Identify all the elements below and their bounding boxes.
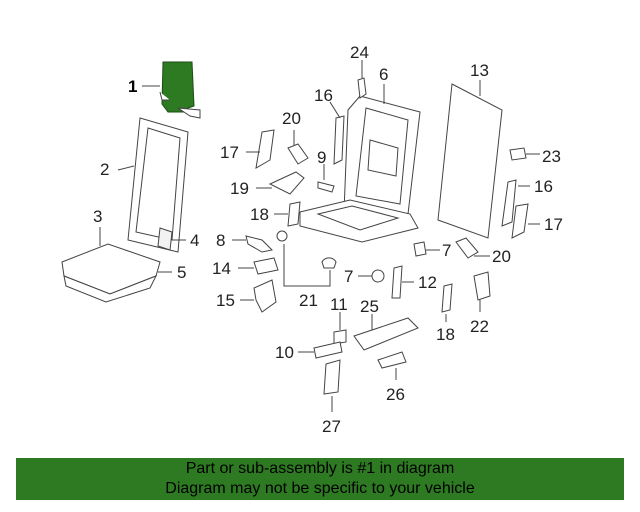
callout-22[interactable]: 22	[470, 317, 489, 336]
part-18-right[interactable]	[441, 283, 453, 313]
callout-1[interactable]: 1	[128, 77, 137, 96]
callout-16a[interactable]: 16	[314, 86, 333, 105]
part-9-cover[interactable]	[317, 181, 335, 193]
callout-2[interactable]: 2	[100, 160, 109, 179]
part-15-bracket[interactable]	[253, 279, 277, 313]
part-24-clip[interactable]	[357, 77, 367, 99]
callout-17b[interactable]: 17	[544, 215, 563, 234]
leader-2	[117, 165, 135, 171]
callout-27[interactable]: 27	[322, 417, 341, 436]
part-12-rod[interactable]	[391, 265, 403, 299]
callout-23[interactable]: 23	[542, 147, 561, 166]
part-21-bushings[interactable]	[276, 230, 337, 269]
callout-20a[interactable]: 20	[282, 109, 301, 128]
part-14-bracket[interactable]	[253, 257, 279, 275]
callout-19[interactable]: 19	[230, 179, 249, 198]
banner-line-2: Diagram may not be specific to your vehi…	[165, 480, 475, 497]
parts-diagram: 1 2 3 5 4 6 24 13 16	[61, 43, 563, 436]
callout-17a[interactable]: 17	[220, 143, 239, 162]
callout-25[interactable]: 25	[360, 297, 379, 316]
part-20-top[interactable]	[287, 143, 309, 165]
part-8-clip[interactable]	[245, 235, 274, 253]
part-26-rail[interactable]	[377, 351, 407, 369]
callout-21[interactable]: 21	[299, 291, 318, 310]
part-6-seat-frame[interactable]	[299, 95, 421, 243]
callout-12[interactable]: 12	[418, 273, 437, 292]
callout-24[interactable]: 24	[350, 43, 369, 62]
leader-21	[283, 244, 331, 287]
callout-9[interactable]: 9	[317, 148, 326, 167]
callout-7b[interactable]: 7	[344, 267, 353, 286]
leader-16a	[329, 101, 341, 119]
part-25-rail[interactable]	[353, 317, 419, 351]
callout-4[interactable]: 4	[190, 231, 199, 250]
part-17-left[interactable]	[255, 129, 275, 169]
part-27-cover[interactable]	[323, 359, 341, 395]
part-16-left[interactable]	[333, 115, 345, 165]
part-3-seat-cushion[interactable]	[61, 243, 161, 303]
part-7-bushing-lower[interactable]	[371, 269, 385, 283]
callout-11[interactable]: 11	[330, 295, 348, 314]
part-17-right[interactable]	[511, 203, 529, 239]
callout-7a[interactable]: 7	[442, 241, 451, 260]
part-11-block[interactable]	[333, 329, 347, 345]
part-16-right[interactable]	[501, 179, 517, 227]
callout-8[interactable]: 8	[216, 231, 225, 250]
part-18-left[interactable]	[287, 201, 301, 227]
part-23-clip[interactable]	[509, 147, 527, 161]
part-7-bushing-upper[interactable]	[413, 241, 427, 257]
callout-3[interactable]: 3	[93, 207, 102, 226]
callout-18b[interactable]: 18	[436, 325, 455, 344]
banner-line-1: Part or sub-assembly is #1 in diagram	[185, 460, 455, 477]
info-banner: Part or sub-assembly is #1 in diagram Di…	[16, 458, 624, 500]
callout-5[interactable]: 5	[177, 263, 186, 282]
part-22-bracket[interactable]	[473, 271, 491, 301]
callout-6[interactable]: 6	[379, 65, 388, 84]
part-2-seat-back[interactable]	[127, 117, 189, 253]
callout-20b[interactable]: 20	[492, 247, 511, 266]
callout-26[interactable]: 26	[386, 385, 405, 404]
part-13-back-panel[interactable]	[437, 83, 503, 239]
part-20-right[interactable]	[455, 237, 479, 259]
part-10-plate[interactable]	[313, 341, 343, 359]
callout-14[interactable]: 14	[212, 259, 231, 278]
part-4-trim[interactable]	[157, 227, 173, 251]
callout-18a[interactable]: 18	[250, 205, 269, 224]
callout-13[interactable]: 13	[470, 61, 489, 80]
part-19-bracket[interactable]	[268, 171, 305, 195]
callout-16b[interactable]: 16	[534, 177, 553, 196]
part-1-highlighted[interactable]	[159, 61, 201, 119]
callout-10[interactable]: 10	[275, 343, 294, 362]
callout-15[interactable]: 15	[216, 291, 235, 310]
